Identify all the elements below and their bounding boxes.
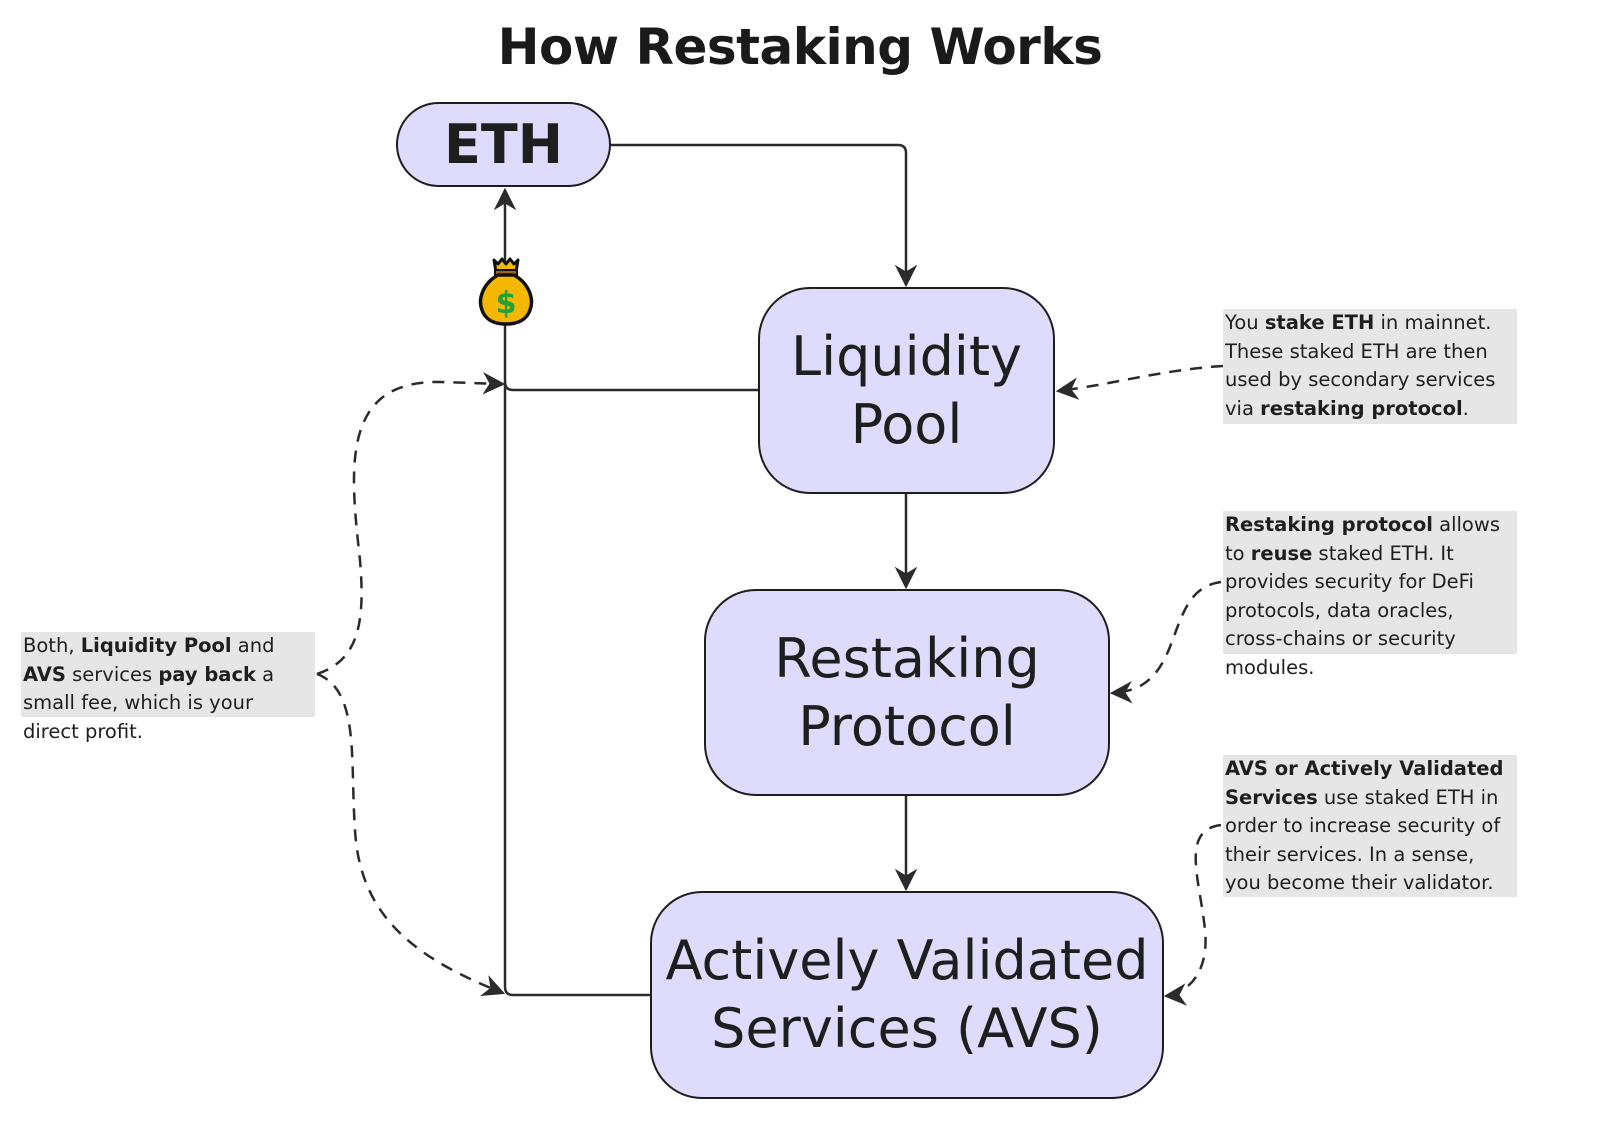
node-liquidity-pool-line2: Pool	[850, 392, 963, 456]
note-bold-text: AVS or Actively Validated Services	[1225, 757, 1504, 809]
note-text: allows to	[1225, 513, 1500, 565]
note-bold-text: Restaking protocol	[1225, 513, 1433, 536]
diagram-title: How Restaking Works	[497, 18, 1103, 76]
note-restaking-protocol: Restaking protocol allows to reuse stake…	[1223, 511, 1517, 679]
note-bold-text: reuse	[1250, 541, 1313, 565]
node-avs-line2: Services (AVS)	[711, 997, 1103, 1060]
node-eth-label: ETH	[444, 113, 563, 176]
node-avs: Actively Validated Services (AVS)	[650, 891, 1164, 1099]
dollar-sign-glyph: $	[496, 286, 517, 321]
note-fee-payback: Both, Liquidity Pool and AVS services pa…	[21, 632, 315, 743]
note-text: use staked ETH in order to increase secu…	[1225, 785, 1501, 895]
note-bold-text: AVS	[23, 662, 66, 686]
note-bold-text: pay back	[158, 662, 256, 686]
note-text: You	[1225, 311, 1265, 334]
note-bold-text: Liquidity Pool	[80, 634, 232, 657]
node-restaking-protocol-line2: Protocol	[798, 694, 1016, 758]
note-liquidity-pool: You stake ETH in mainnet. These staked E…	[1223, 309, 1517, 424]
note-bold-text: stake ETH	[1264, 311, 1375, 334]
note-bold-text: restaking protocol	[1260, 396, 1463, 420]
node-restaking-protocol: Restaking Protocol	[704, 589, 1110, 796]
note-text: and	[231, 634, 275, 657]
node-avs-line1: Actively Validated	[665, 929, 1149, 992]
note-text: staked ETH. It provides security for DeF…	[1225, 541, 1474, 679]
note-text: services	[65, 662, 159, 686]
dashed-note-rp	[1109, 580, 1222, 704]
dashed-note-avs	[1163, 823, 1222, 1006]
node-liquidity-pool: Liquidity Pool	[758, 287, 1055, 494]
note-text: Both,	[23, 634, 81, 657]
node-eth: ETH	[396, 102, 611, 187]
connector-eth-to-liquidity-pool	[611, 143, 918, 288]
note-avs: AVS or Actively Validated Services use s…	[1223, 755, 1517, 897]
node-liquidity-pool-line1: Liquidity	[790, 324, 1022, 388]
dashed-note-fee-to-lp	[316, 372, 506, 676]
node-restaking-protocol-line1: Restaking	[774, 626, 1040, 690]
note-text: a small fee, which is your direct profit…	[23, 662, 275, 743]
dashed-note-fee-to-avs	[316, 672, 506, 996]
note-text: .	[1462, 396, 1469, 420]
note-text: in mainnet. These staked ETH are then us…	[1225, 311, 1496, 420]
connector-lp-return	[503, 381, 758, 392]
dashed-note-lp	[1055, 364, 1224, 400]
money-bag-icon: $	[478, 257, 534, 326]
